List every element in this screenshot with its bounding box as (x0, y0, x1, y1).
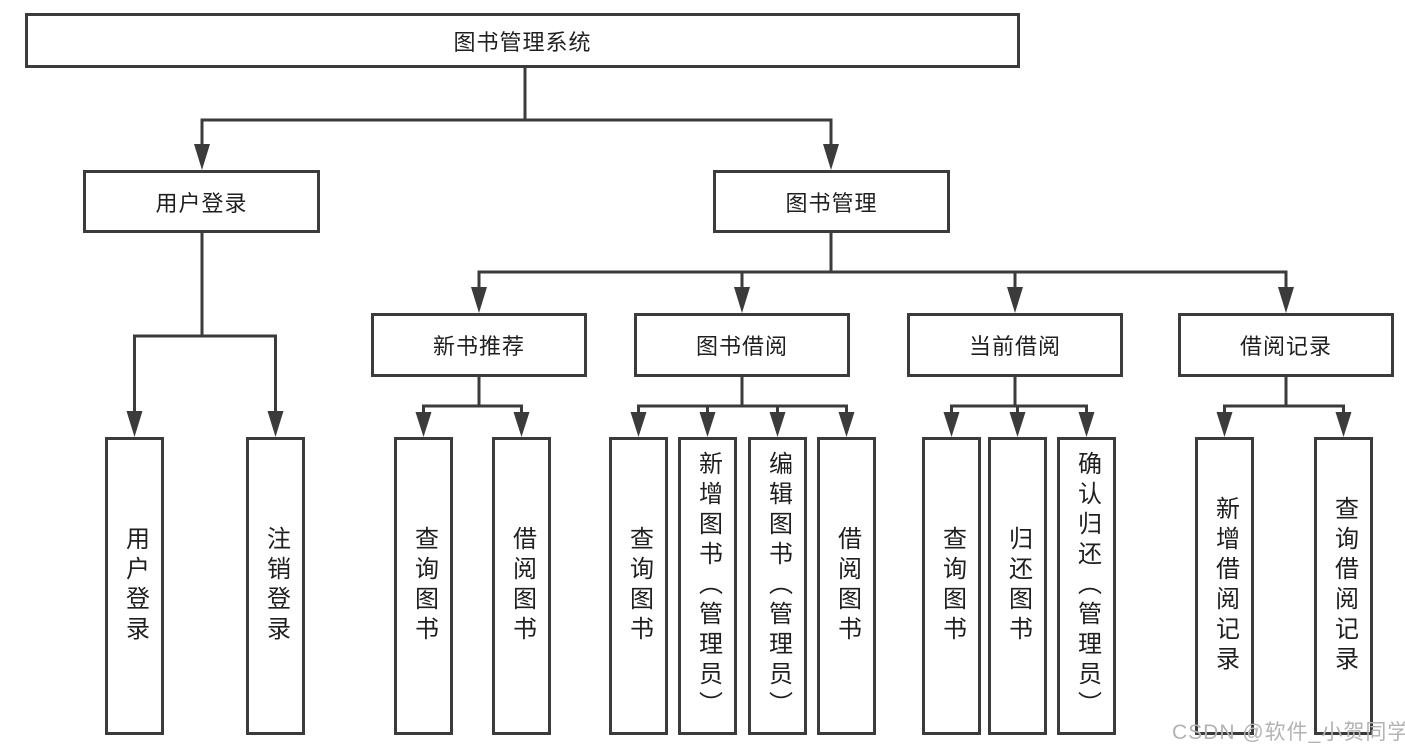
leaf-label: 查询借阅记录 (1330, 496, 1358, 676)
arrowhead (1278, 287, 1294, 313)
connector-newbook-branch (415, 377, 530, 437)
csdn-watermark: CSDN @软件_小贺同学 (1172, 721, 1405, 744)
arrowhead (513, 412, 530, 437)
leaf-label: 查询图书 (938, 526, 966, 646)
connector-login-branch (126, 233, 284, 437)
leaf-label: 确认归还（管理员） (1073, 451, 1101, 721)
leaf-label: 新增借阅记录 (1211, 496, 1239, 676)
arrowhead (1007, 287, 1023, 313)
node-current-borrowing: 当前借阅 (907, 313, 1123, 377)
leaf-user-login: 用户登录 (105, 437, 164, 735)
leaf-query-borrow-record: 查询借阅记录 (1314, 437, 1373, 735)
leaf-add-book-admin: 新增图书（管理员） (678, 437, 737, 735)
leaf-query-books-recommend: 查询图书 (394, 437, 453, 735)
leaf-label: 用户登录 (121, 526, 149, 646)
node-book-management: 图书管理 (713, 170, 950, 233)
connector-bookborrow-branch (630, 377, 855, 437)
arrowhead (769, 412, 786, 437)
leaf-logout: 注销登录 (246, 437, 305, 735)
leaf-label: 查询图书 (625, 526, 653, 646)
leaf-label: 借阅图书 (833, 526, 861, 646)
connector-currentborrow-branch (943, 377, 1095, 437)
node-library-system: 图书管理系统 (25, 13, 1020, 68)
leaf-borrow-books-recommend: 借阅图书 (492, 437, 551, 735)
leaf-label: 借阅图书 (508, 526, 536, 646)
connector-root-branch (194, 68, 839, 170)
leaf-add-borrow-record: 新增借阅记录 (1195, 437, 1254, 735)
arrowhead (194, 144, 210, 170)
arrowhead (823, 144, 839, 170)
leaf-confirm-return-admin: 确认归还（管理员） (1057, 437, 1116, 735)
leaf-label: 编辑图书（管理员） (764, 451, 792, 721)
leaf-query-books-current: 查询图书 (922, 437, 981, 735)
arrowhead (838, 412, 855, 437)
node-book-borrowing: 图书借阅 (634, 313, 850, 377)
arrowhead (1078, 412, 1095, 437)
connector-bookmgmt-branch (471, 233, 1294, 313)
arrowhead (415, 412, 432, 437)
arrowhead (126, 411, 143, 437)
arrowhead (471, 287, 487, 313)
node-new-book-recommendation: 新书推荐 (371, 313, 587, 377)
arrowhead (943, 412, 960, 437)
arrowhead (1216, 412, 1233, 437)
arrowhead (1009, 412, 1026, 437)
leaf-edit-book-admin: 编辑图书（管理员） (748, 437, 807, 735)
leaf-label: 归还图书 (1004, 526, 1032, 646)
node-borrowing-records: 借阅记录 (1178, 313, 1394, 377)
leaf-label: 注销登录 (262, 526, 290, 646)
arrowhead (1335, 412, 1352, 437)
arrowhead (734, 287, 750, 313)
arrowhead (630, 412, 647, 437)
leaf-label: 查询图书 (410, 526, 438, 646)
leaf-return-book: 归还图书 (988, 437, 1047, 735)
leaf-borrow-books-borrowing: 借阅图书 (817, 437, 876, 735)
leaf-label: 新增图书（管理员） (694, 451, 722, 721)
leaf-query-books-borrowing: 查询图书 (609, 437, 668, 735)
arrowhead (699, 412, 716, 437)
arrowhead (267, 411, 284, 437)
connector-borrowrecord-branch (1216, 377, 1352, 437)
node-user-login-group: 用户登录 (83, 170, 320, 233)
